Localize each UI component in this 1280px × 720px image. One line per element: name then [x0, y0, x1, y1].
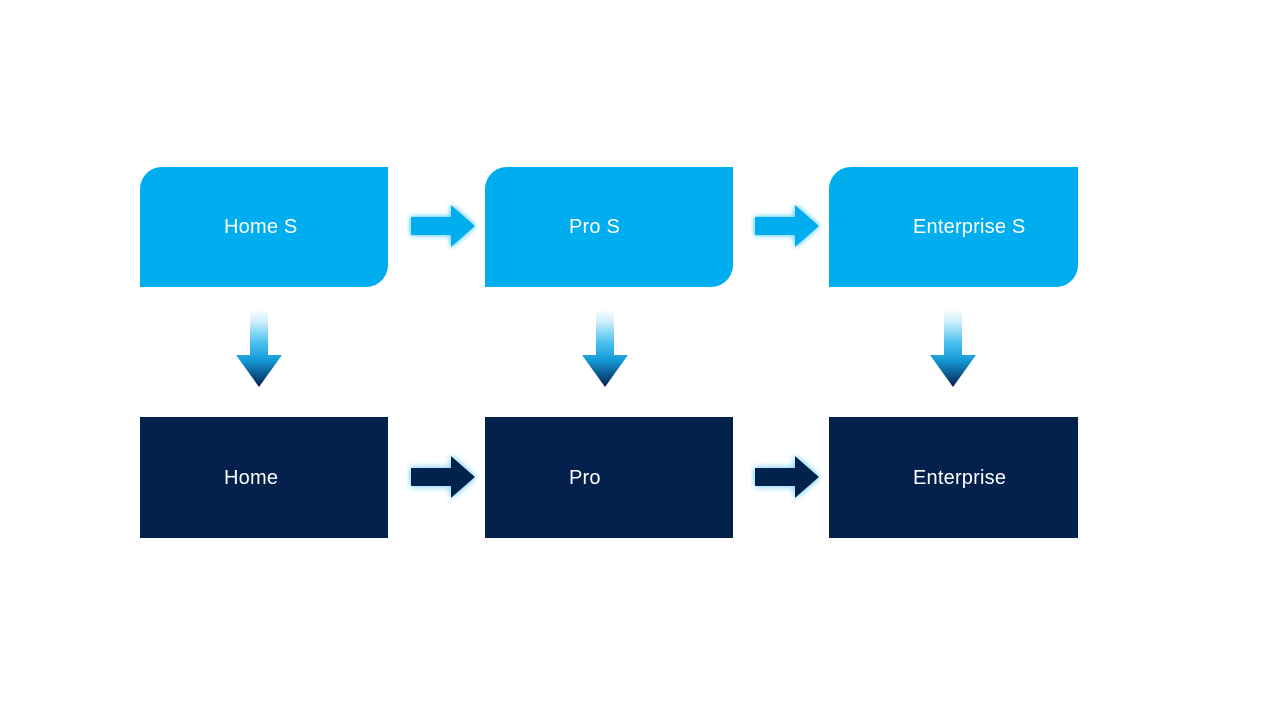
- node-enterprise-s[interactable]: Enterprise S: [829, 167, 1078, 287]
- arrow-down-icon-home-s-to-home: [235, 309, 283, 389]
- node-pro-label: Pro: [569, 466, 601, 489]
- node-enterprise-label: Enterprise: [913, 466, 1007, 489]
- arrow-right-icon-pro-s-to-enterprise-s: [751, 200, 823, 252]
- arrow-down-icon-enterprise-s-to-enterprise: [929, 309, 977, 389]
- node-home-s[interactable]: Home S: [140, 167, 388, 287]
- arrow-right-icon-pro-to-enterprise: [751, 451, 823, 503]
- arrow-right-icon-home-s-to-pro-s: [407, 200, 479, 252]
- node-enterprise[interactable]: Enterprise: [829, 417, 1078, 538]
- arrow-right-icon-home-to-pro: [407, 451, 479, 503]
- arrow-down-icon-pro-s-to-pro: [581, 309, 629, 389]
- node-home[interactable]: Home: [140, 417, 388, 538]
- node-home-label: Home: [224, 466, 279, 489]
- node-pro-s[interactable]: Pro S: [485, 167, 733, 287]
- node-enterprise-s-label: Enterprise S: [913, 216, 1026, 238]
- node-pro-s-label: Pro S: [569, 216, 621, 238]
- node-pro[interactable]: Pro: [485, 417, 733, 538]
- node-home-s-label: Home S: [224, 216, 298, 238]
